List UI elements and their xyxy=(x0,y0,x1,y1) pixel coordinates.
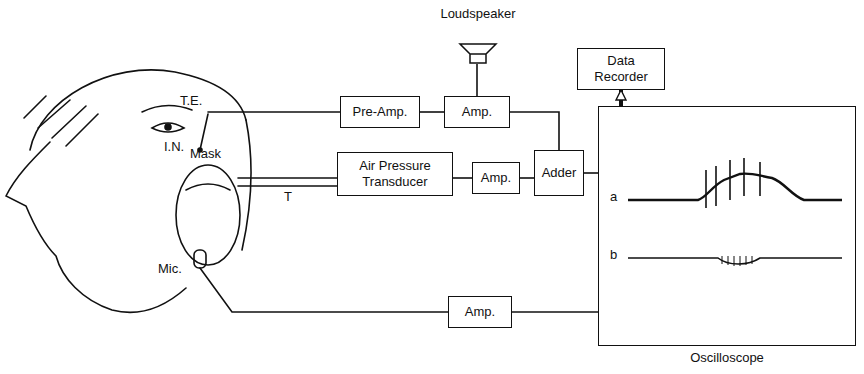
oscilloscope-box: Oscilloscope xyxy=(598,106,856,346)
signal-wire xyxy=(512,311,598,313)
part-label: T xyxy=(284,190,292,204)
trace-label: a xyxy=(610,190,617,204)
amp-box: Amp. xyxy=(448,296,512,328)
signal-wire xyxy=(584,172,598,174)
part-label: Mic. xyxy=(158,262,182,276)
amp-box: Amp. xyxy=(472,162,520,194)
adder-box: Adder xyxy=(534,150,584,196)
box-label: Data Recorder xyxy=(578,53,664,84)
signal-wire xyxy=(510,112,559,150)
box-label: Adder xyxy=(538,165,581,181)
device-heading: Oscilloscope xyxy=(599,350,855,366)
electrode-label: T.E. xyxy=(180,94,202,108)
amp-box: Amp. xyxy=(444,96,510,128)
loudspeaker: Loudspeaker xyxy=(436,2,520,64)
signal-wire xyxy=(453,177,472,179)
preamp-box: Pre-Amp. xyxy=(340,96,420,128)
box-label: Amp. xyxy=(458,104,496,120)
electrode-label: I.N. xyxy=(164,140,184,154)
recorder-box: Data Recorder xyxy=(577,48,665,90)
signal-wire xyxy=(520,177,534,179)
data-arrow xyxy=(619,90,623,106)
transducer-box: Air Pressure Transducer xyxy=(337,152,453,196)
box-label: Amp. xyxy=(461,304,499,320)
box-label: Loudspeaker xyxy=(436,6,519,22)
box-label: Amp. xyxy=(477,170,515,186)
part-label: Mask xyxy=(190,147,221,161)
trace-label: b xyxy=(610,248,617,262)
signal-wire xyxy=(420,111,444,113)
speaker-symbol xyxy=(436,24,520,64)
box-label: Pre-Amp. xyxy=(349,104,412,120)
box-label: Air Pressure Transducer xyxy=(338,158,452,189)
signal-wire xyxy=(476,64,478,96)
